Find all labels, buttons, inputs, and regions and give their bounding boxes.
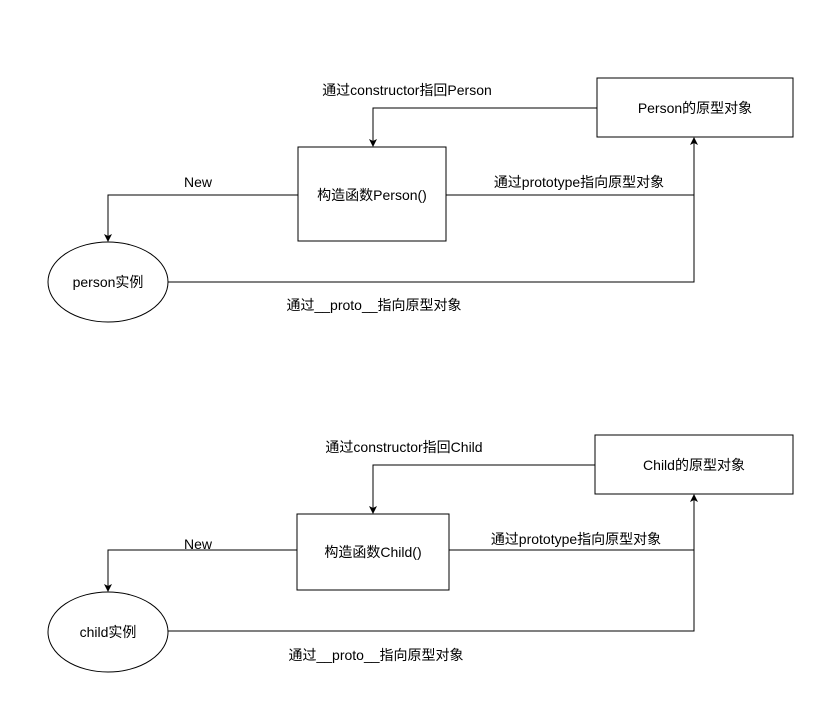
new-edge (104, 549, 297, 592)
proto-edge (168, 494, 698, 632)
constructor-node[interactable] (296, 513, 450, 591)
child-diagram: Child的原型对象 构造函数Child() child实例 通过constru… (47, 434, 794, 673)
proto-edge-label: 通过__proto__指向原型对象 (288, 647, 463, 663)
proto-edge-label: 通过__proto__指向原型对象 (286, 297, 461, 313)
proto-edge (168, 137, 698, 283)
prototype-object-node[interactable] (596, 77, 794, 138)
prototype-edge-label: 通过prototype指向原型对象 (491, 531, 661, 547)
person-diagram: Person的原型对象 构造函数Person() person实例 通过cons… (47, 77, 794, 323)
instance-label: person实例 (73, 274, 144, 290)
constructor-edge-label: 通过constructor指回Child (325, 439, 482, 455)
prototype-object-label: Child的原型对象 (643, 457, 745, 473)
constructor-node[interactable] (297, 146, 447, 242)
instance-node[interactable] (47, 241, 169, 323)
prototype-object-node[interactable] (594, 434, 794, 495)
new-edge-label: New (184, 174, 213, 190)
new-edge (104, 194, 298, 242)
constructor-edge (369, 107, 597, 147)
prototype-edge-label: 通过prototype指向原型对象 (494, 174, 664, 190)
instance-node[interactable] (47, 591, 169, 673)
constructor-edge-label: 通过constructor指回Person (322, 82, 492, 98)
constructor-label: 构造函数Child() (324, 544, 421, 560)
prototype-object-label: Person的原型对象 (638, 100, 752, 116)
instance-label: child实例 (80, 624, 137, 640)
constructor-edge (369, 464, 595, 514)
constructor-label: 构造函数Person() (317, 187, 427, 203)
new-edge-label: New (184, 536, 213, 552)
